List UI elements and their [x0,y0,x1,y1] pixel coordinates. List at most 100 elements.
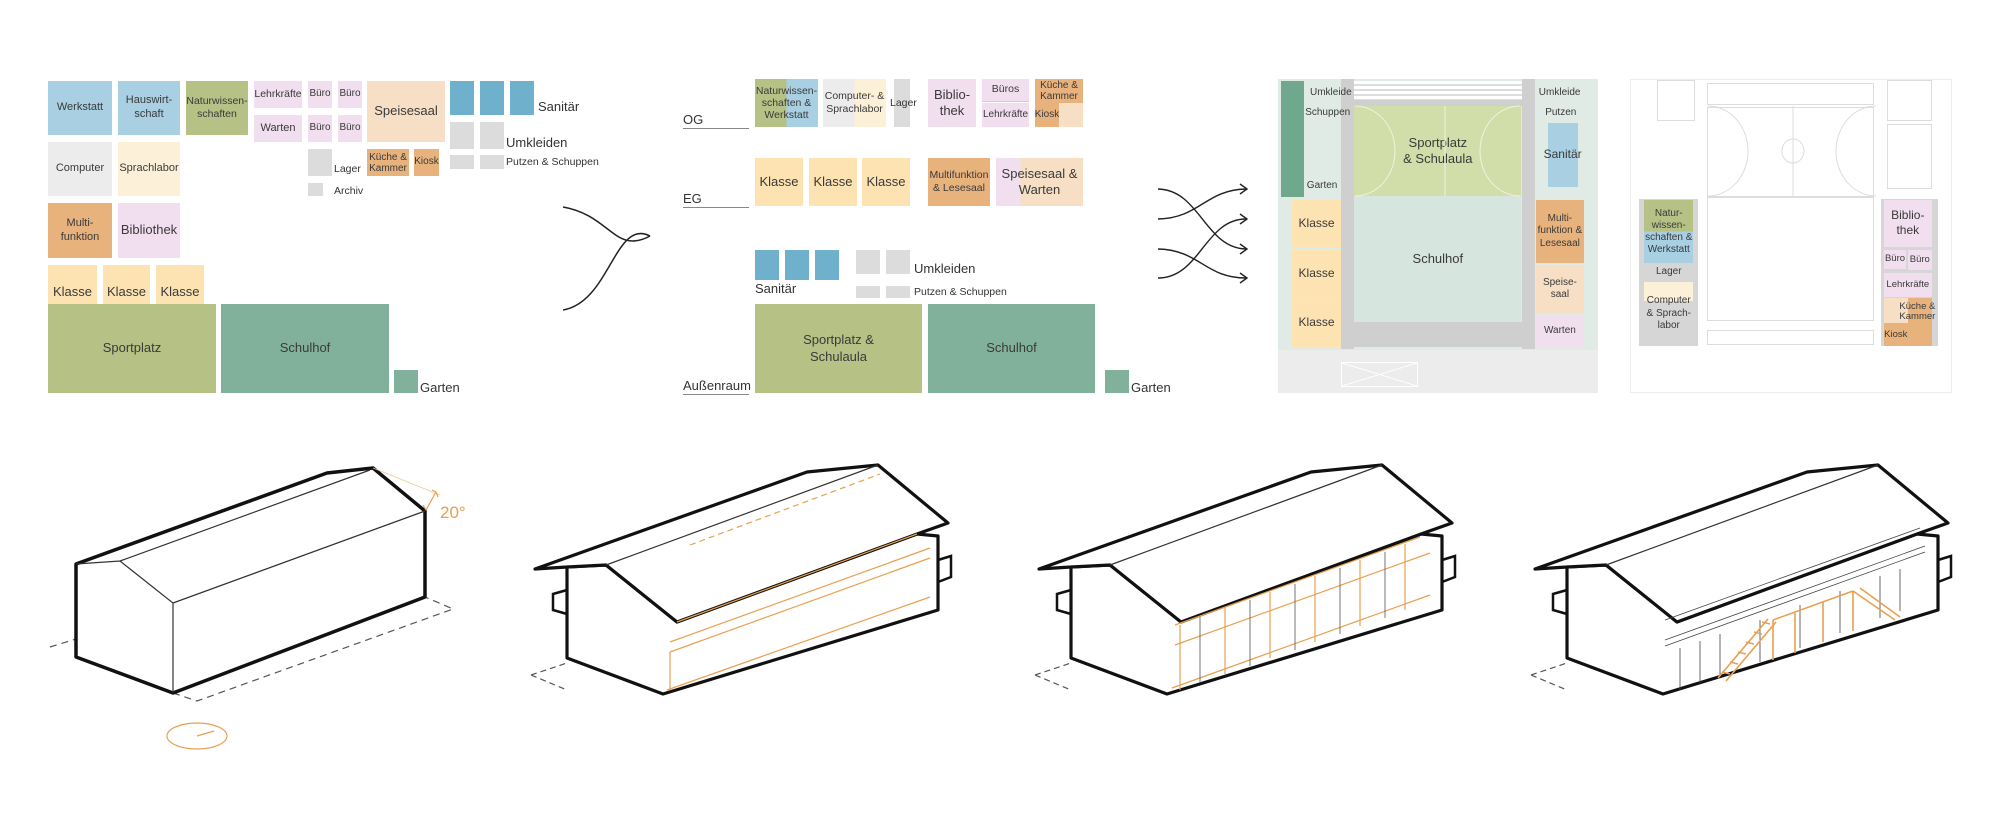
label-umkleiden: Umkleiden [506,135,568,150]
label-putzen-schuppen: Putzen & Schuppen [506,156,599,168]
label-lager: Lager [334,163,361,175]
plan2-outline [1707,329,1874,346]
room-sanitaer [785,250,809,280]
room-bueros: Büros [982,79,1029,102]
room-lager [308,149,332,176]
plan-multifunktion: Multi- funktion & Lesesaal [1535,199,1584,264]
plan-label-umkleide: Umkleide [1310,86,1352,98]
room-umkleiden [856,250,880,274]
plan2-lehrkraefte: Lehrkräfte [1883,273,1932,297]
room-buero: Büro [338,81,362,108]
plan2-kiosk: Kiosk [1883,323,1908,347]
room-putzen [450,155,474,169]
room-garten [394,370,418,393]
room-klasse: Klasse [755,158,803,206]
plan-label-putzen: Putzen [1545,106,1577,118]
room-warten: Warten [254,115,302,142]
room-umkleiden [450,122,474,149]
label-umkleiden: Umkleiden [914,261,976,276]
room-naturwissenschaften: Naturwissen- schaften [186,81,248,135]
plan-corridor-bottom [1341,321,1535,347]
court-markings [1354,105,1521,197]
plan2-outline [1656,80,1695,121]
plan2-buero: Büro [1907,250,1932,271]
room-lager [894,79,910,127]
room-lehrkraefte: Lehrkräfte [982,103,1029,127]
room-sportplatz: Sportplatz [48,304,216,393]
room-naturwissenschaften-werkstatt: Naturwissen- schaften & Werkstatt [755,79,818,127]
plan-corridor-top [1353,100,1523,107]
plan-label-umkleide-right: Umkleide [1538,86,1581,98]
label-sanitaer: Sanitär [538,99,580,114]
room-archiv [308,183,323,196]
room-buero: Büro [338,115,362,142]
plan2-lager: Lager [1655,266,1682,278]
plan-entrance-void [1341,361,1418,387]
sun-orientation-icon [166,722,228,750]
upper-floor-plan: Natur- wissen- schaften & Werkstatt Lage… [1630,79,1952,393]
plan-klasse: Klasse [1292,249,1342,297]
plan2-kueche-kammer: Küche & Kammer [1899,300,1936,323]
plan-warten: Warten [1535,315,1584,347]
plan-garten-strip [1281,81,1304,197]
room-lehrkraefte: Lehrkräfte [254,81,302,108]
room-schulhof: Schulhof [928,304,1095,393]
room-kueche-annex [1059,103,1083,127]
plan2-outline [1887,80,1932,121]
room-sanitaer [815,250,839,280]
room-bibliothek: Biblio- thek [928,79,976,127]
plan2-bibliothek: Biblio- thek [1883,200,1932,247]
room-sanitaer [450,81,474,115]
room-kueche-kammer: Küche & Kammer [1035,79,1083,103]
roof-angle-label: 20° [440,503,466,522]
stair-icon [1717,587,1901,682]
room-computer-sprachlabor: Computer- & Sprachlabor [823,79,886,127]
room-werkstatt: Werkstatt [48,81,112,135]
label-garten: Garten [420,380,460,395]
room-kiosk: Kiosk [414,149,439,176]
plan-corridor-left [1341,79,1354,350]
room-sanitaer [480,81,504,115]
shuffle-arrows-icon [1157,183,1249,284]
label-putzen-schuppen: Putzen & Schuppen [914,286,1007,298]
room-umkleiden [886,250,910,274]
merge-arrow-icon [562,206,651,311]
plan-corridor-right [1522,79,1535,350]
ground-floor-plan: Sportplatz & Schulaula Schulhof Umkleide… [1278,79,1598,393]
plan2-computer: Computer & Sprach- labor [1644,281,1694,347]
room-schulhof: Schulhof [221,304,389,393]
plan-klasse: Klasse [1292,199,1342,247]
label-garten: Garten [1131,380,1171,395]
room-garten [1105,370,1129,393]
axonometry-volume: 20° [49,466,466,750]
room-sprachlabor: Sprachlabor [118,142,180,196]
room-putzen [856,286,880,298]
angle-arrow-icon [422,489,439,511]
plan-label-garten: Garten [1306,180,1338,192]
court-markings-upper [1707,105,1877,197]
room-speisesaal: Speisesaal [367,81,445,142]
level-aussenraum: Außenraum [683,378,751,395]
room-multifunktion-lesesaal: Multifunktion & Lesesaal [928,158,990,206]
plan-label-schuppen: Schuppen [1305,106,1351,118]
room-speisesaal-warten: Speisesaal & Warten [996,158,1083,206]
plan-sportplatz: Sportplatz & Schulaula [1354,106,1522,197]
plan2-outline [1887,123,1932,190]
plan2-buero: Büro [1883,250,1907,269]
plan-forecourt [1278,349,1598,393]
plan-klasse: Klasse [1292,298,1342,347]
level-og: OG [683,112,749,129]
room-bibliothek: Bibliothek [118,203,180,258]
plan2-naturwissenschaften: Natur- wissen- schaften & Werkstatt [1644,200,1694,264]
plan2-outline [1707,83,1874,105]
axonometry-frame [1033,463,1457,696]
room-schuppen [480,155,504,169]
room-kueche-kammer: Küche & Kammer [367,149,409,176]
room-schuppen [886,286,910,298]
room-kiosk: Kiosk [1035,103,1059,127]
room-sanitaer [755,250,779,280]
room-klasse: Klasse [862,158,910,206]
label-sanitaer: Sanitär [755,281,797,296]
room-sanitaer [510,81,534,115]
